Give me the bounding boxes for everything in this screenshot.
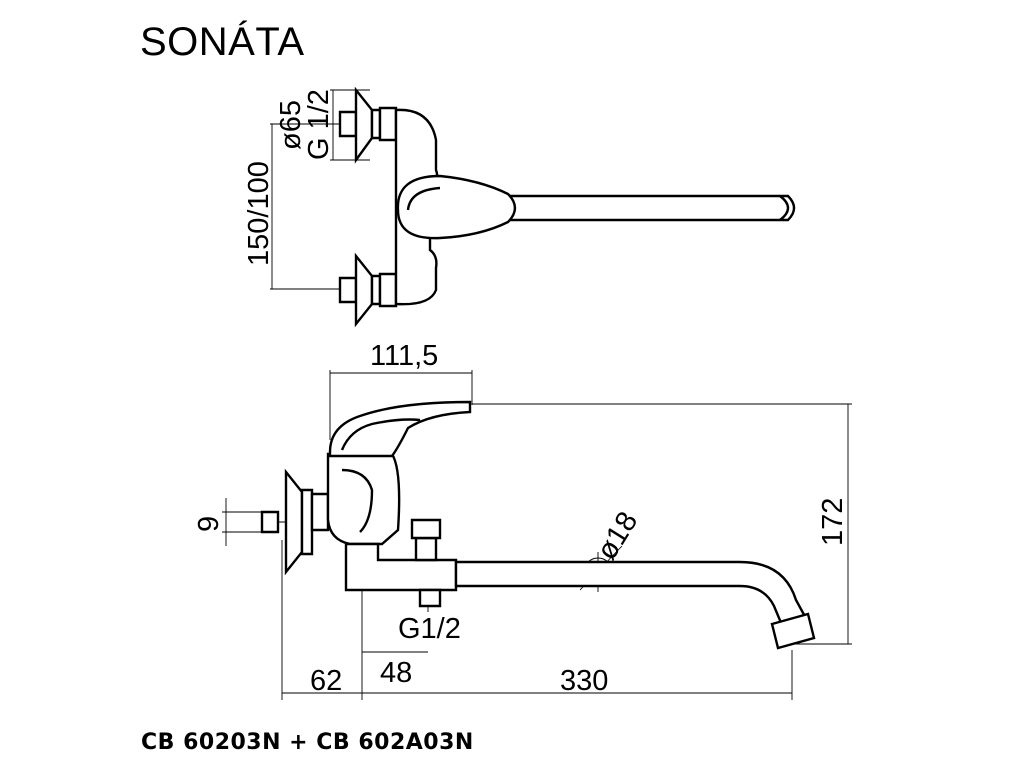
wall-flange bbox=[260, 468, 330, 576]
spout-side bbox=[454, 560, 810, 632]
product-code: CB 60203N + CB 602A03N bbox=[141, 730, 474, 755]
dim-axis-spacing: 150/100 bbox=[243, 161, 275, 266]
mixer-body-side bbox=[326, 452, 401, 546]
side-view-dimension-lines bbox=[222, 370, 852, 700]
dim-pipe-height: 9 bbox=[193, 516, 225, 532]
dimension-labels: ø65 G 1/2 150/100 111,5 9 ø18 172 G1/2 6… bbox=[193, 89, 849, 697]
upper-connection bbox=[338, 86, 398, 164]
top-view bbox=[270, 86, 796, 328]
dim-height-172: 172 bbox=[817, 498, 849, 546]
diverter-block bbox=[344, 542, 458, 592]
lever-side bbox=[328, 400, 472, 458]
dim-offset-48: 48 bbox=[380, 657, 412, 689]
lower-connection bbox=[338, 252, 398, 328]
top-view-dimension-lines bbox=[270, 89, 370, 290]
spout-top bbox=[498, 194, 796, 222]
page-title: SONÁTA bbox=[140, 20, 305, 64]
dim-offset-62: 62 bbox=[310, 665, 342, 697]
lever-top bbox=[396, 174, 517, 240]
dim-spout-length: 330 bbox=[560, 665, 608, 697]
dim-thread-top: G 1/2 bbox=[303, 89, 335, 160]
dim-thread-bottom: G1/2 bbox=[398, 613, 461, 645]
side-view bbox=[222, 370, 852, 700]
aerator bbox=[770, 612, 816, 650]
dim-spout-diameter: ø18 bbox=[591, 506, 645, 565]
dim-body-depth: 111,5 bbox=[370, 340, 438, 372]
dim-connection-diameter: ø65 bbox=[275, 100, 307, 150]
